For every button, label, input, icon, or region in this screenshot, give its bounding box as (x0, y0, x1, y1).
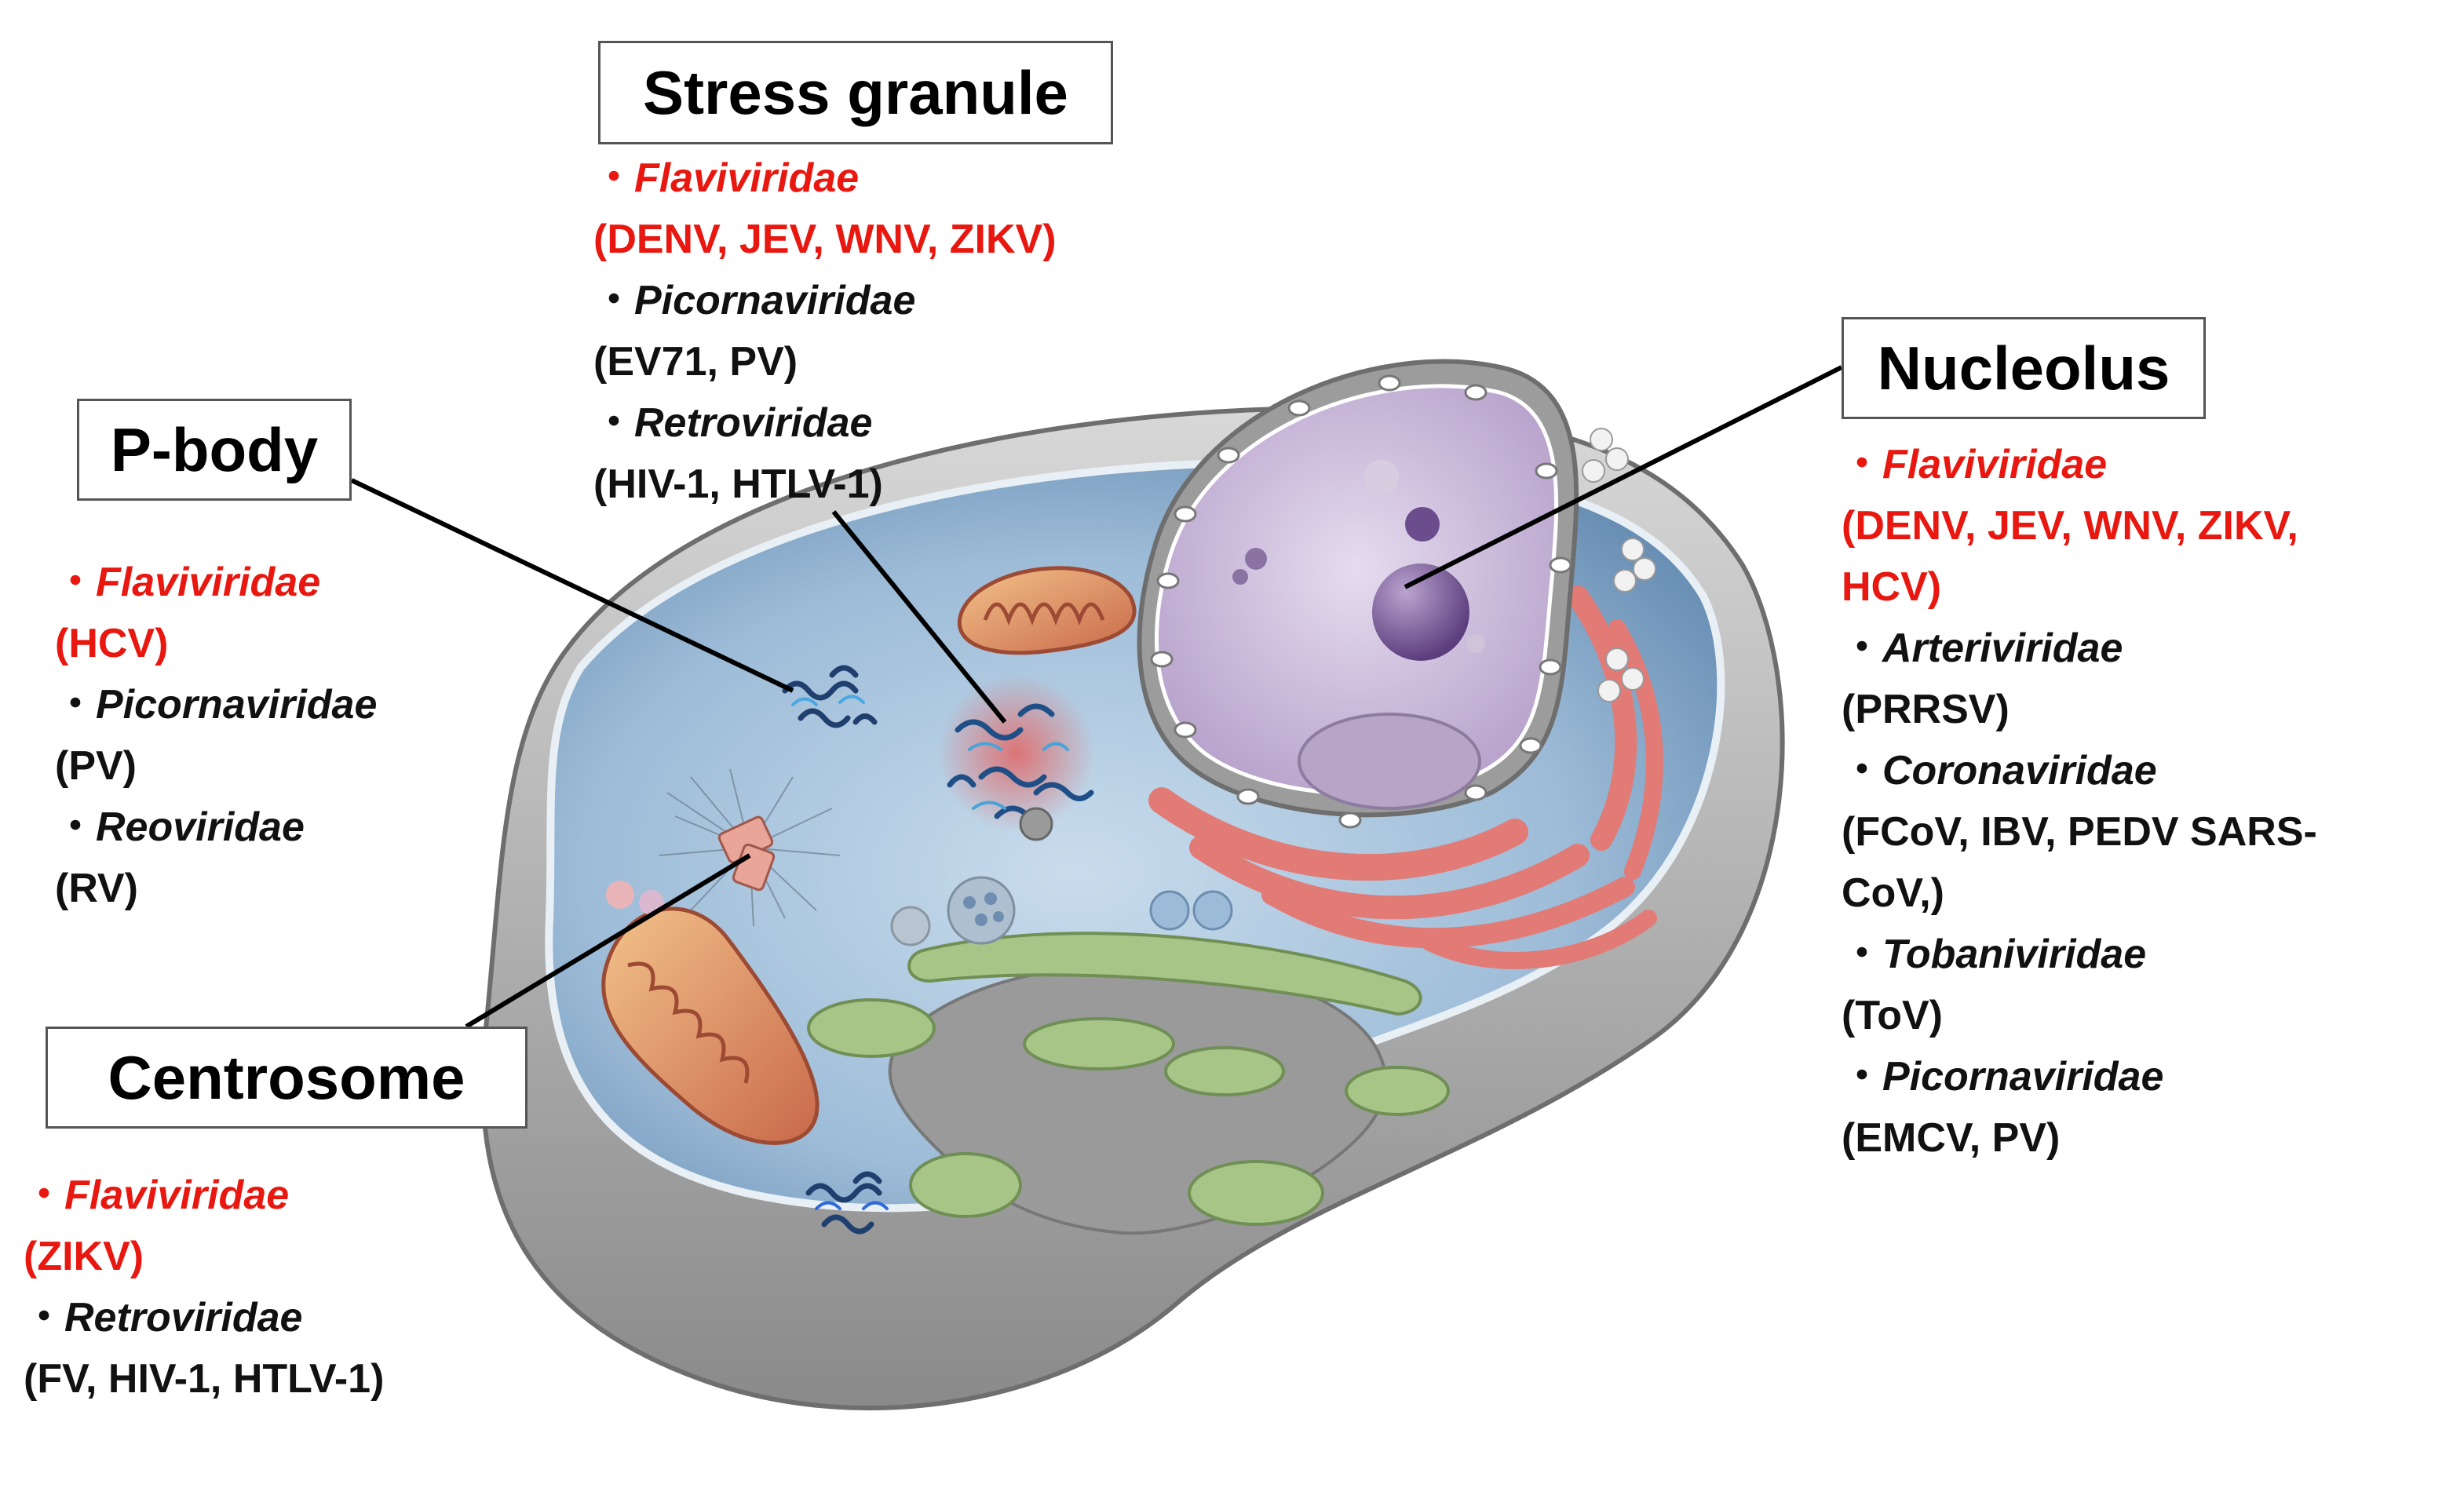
bullet-icon: ・ (55, 804, 97, 850)
virus-family-name: Retroviridae (634, 400, 873, 446)
bullet-icon: ・ (1842, 1054, 1883, 1100)
mitochondrion-lower (601, 906, 820, 1145)
virus-names: (ZIKV) (24, 1234, 144, 1279)
centrosome-label: Centrosome (46, 1027, 527, 1129)
p-body-label: P-body (77, 399, 352, 501)
virus-family-item: ・Picornaviridae (EMCV, PV) (1842, 1046, 2317, 1169)
virus-family-name: Picornaviridae (634, 278, 916, 323)
virus-family-item: ・Picornaviridae (PV) (55, 674, 377, 797)
mitochondrion-upper (958, 566, 1137, 655)
virus-names: (PRRSV) (1842, 687, 2010, 732)
virus-family-name: Picornaviridae (1882, 1054, 2164, 1100)
virus-names: (FCoV, IBV, PEDV SARS- (1842, 809, 2317, 855)
virus-family-line: ・Coronaviridae (1842, 740, 2317, 801)
virus-family-line: ・Picornaviridae (593, 270, 1057, 331)
virus-family-name: Arteriviridae (1882, 625, 2123, 671)
leader-line-nucleolus (1404, 365, 1843, 589)
endoplasmic-reticulum (1148, 585, 1663, 969)
leader-line-centrosome (465, 853, 751, 1029)
virus-family-item: ・Flaviviridae (DENV, JEV, WNV, ZIKV, HCV… (1842, 434, 2317, 618)
virus-names: (DENV, JEV, WNV, ZIKV, (1842, 503, 2298, 549)
leader-lines (350, 365, 1843, 1029)
bullet-icon: ・ (1842, 748, 1883, 793)
virus-family-item: ・Retroviridae (FV, HIV-1, HTLV-1) (24, 1287, 384, 1410)
virus-names: HCV) (1842, 564, 1942, 610)
virus-family-name: Tobaniviridae (1882, 932, 2147, 977)
golgi-apparatus (807, 932, 1450, 1235)
bullet-icon: ・ (55, 682, 97, 728)
virus-names: (EV71, PV) (593, 339, 798, 385)
virus-family-name: Reoviridae (96, 804, 305, 850)
virus-names: (EMCV, PV) (1842, 1115, 2061, 1161)
virus-family-line: ・Picornaviridae (55, 674, 377, 735)
virus-family-item: ・Reoviridae (RV) (55, 797, 377, 919)
bullet-icon: ・ (593, 400, 635, 446)
bullet-icon: ・ (593, 155, 635, 201)
virus-family-line: ・Flaviviridae (24, 1165, 384, 1226)
virus-family-line: ・Reoviridae (55, 797, 377, 858)
virus-names: (ToV) (1842, 993, 1943, 1038)
virus-family-name: Coronaviridae (1882, 748, 2157, 793)
virus-family-item: ・Arteriviridae (PRRSV) (1842, 618, 2317, 740)
virus-family-line: ・Flaviviridae (55, 552, 377, 613)
virus-family-line: ・Flaviviridae (593, 148, 1057, 209)
virus-family-item: ・Flaviviridae (HCV) (55, 552, 377, 674)
p-body-organelle-2 (805, 1171, 889, 1235)
bullet-icon: ・ (24, 1295, 65, 1340)
stress-granule-organelle (938, 675, 1095, 841)
virus-family-line: ・Flaviviridae (1842, 434, 2317, 495)
virus-names: (FV, HIV-1, HTLV-1) (24, 1356, 385, 1402)
virus-names: (RV) (55, 866, 138, 911)
virus-names: (HCV) (55, 621, 169, 666)
virus-family-name: Flaviviridae (96, 560, 321, 605)
virus-family-line: ・Picornaviridae (1842, 1046, 2317, 1107)
bullet-icon: ・ (55, 560, 97, 605)
virus-family-name: Picornaviridae (96, 682, 378, 728)
virus-family-line: ・Retroviridae (593, 392, 1057, 454)
virus-names: CoV,) (1842, 870, 1944, 916)
bullet-icon: ・ (1842, 932, 1883, 977)
virus-family-line: ・Arteriviridae (1842, 618, 2317, 679)
bullet-icon: ・ (593, 278, 635, 323)
bullet-icon: ・ (1842, 442, 1883, 487)
virus-family-item: ・Flaviviridae (ZIKV) (24, 1165, 384, 1287)
nucleolus-label: Nucleolus (1842, 317, 2206, 419)
virus-family-name: Flaviviridae (634, 155, 860, 201)
virus-family-line: ・Tobaniviridae (1842, 924, 2317, 985)
stress-granule-label: Stress granule (598, 41, 1113, 144)
p-body-organelle (782, 665, 878, 728)
virus-family-name: Retroviridae (64, 1295, 303, 1340)
bullet-icon: ・ (24, 1173, 65, 1218)
virus-family-item: ・Picornaviridae (EV71, PV) (593, 270, 1057, 392)
virus-family-item: ・Retroviridae (HIV-1, HTLV-1) (593, 392, 1057, 515)
virus-names: (HIV-1, HTLV-1) (593, 461, 883, 507)
virus-family-name: Flaviviridae (64, 1173, 290, 1218)
virus-family-item: ・Tobaniviridae (ToV) (1842, 924, 2317, 1046)
virus-family-line: ・Retroviridae (24, 1287, 384, 1348)
virus-names: (DENV, JEV, WNV, ZIKV) (593, 217, 1057, 262)
virus-names: (PV) (55, 743, 137, 789)
bullet-icon: ・ (1842, 625, 1883, 671)
virus-family-item: ・Coronaviridae (FCoV, IBV, PEDV SARS- Co… (1842, 740, 2317, 924)
virus-family-name: Flaviviridae (1882, 442, 2108, 487)
leader-line-stress-granule (831, 510, 1007, 724)
centrosome-virus-list: ・Flaviviridae (ZIKV) ・Retroviridae (FV, … (24, 1165, 384, 1410)
nucleus (1137, 359, 1656, 829)
virus-family-item: ・Flaviviridae (DENV, JEV, WNV, ZIKV) (593, 148, 1057, 270)
stress-granule-virus-list: ・Flaviviridae (DENV, JEV, WNV, ZIKV) ・Pi… (593, 148, 1057, 515)
nucleolus-virus-list: ・Flaviviridae (DENV, JEV, WNV, ZIKV, HCV… (1842, 434, 2317, 1169)
leader-line-p-body (350, 478, 794, 693)
p-body-virus-list: ・Flaviviridae (HCV) ・Picornaviridae (PV)… (55, 552, 377, 919)
vesicles (606, 876, 1233, 946)
